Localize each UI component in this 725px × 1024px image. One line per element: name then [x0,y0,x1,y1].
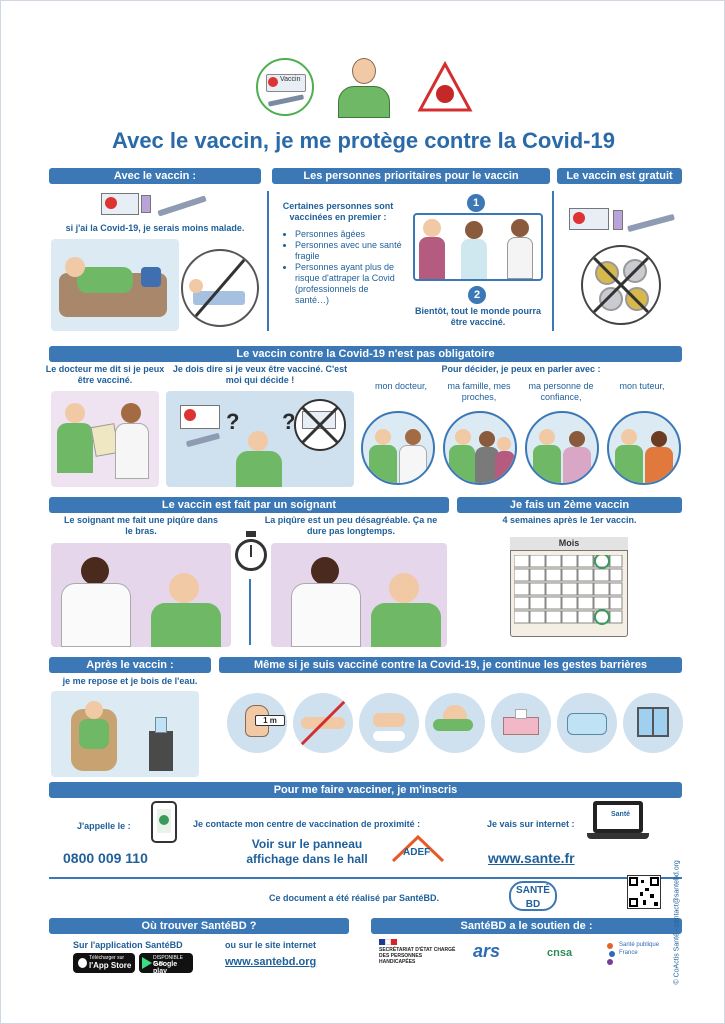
section-header-avec-vaccin: Avec le vaccin : [49,168,261,184]
sante-publique-logo-text: Santé publique France [619,942,660,956]
talk-family-image [443,411,517,485]
cnsa-logo: cnsa [547,947,573,959]
secretariat-logo-text: SECRÉTARIAT D'ÉTAT CHARGÉ DES PERSONNES … [379,947,456,965]
google-play-label: Google play [153,961,178,975]
santebd-link[interactable]: www.santebd.org [225,956,317,968]
person-label-tuteur: mon tuteur, [619,381,665,391]
realise-text: Ce document a été réalisé par SantéBD. [269,893,440,903]
ars-logo: ars [473,941,501,961]
injection-image-1 [51,543,231,647]
header-illustration: Vaccin [256,56,476,118]
sante-publique-logo: Santé publique France [607,939,667,973]
wash-hands-icon [359,693,419,753]
no-handshake-icon [293,693,353,753]
vaccine-box-label: Vaccin [280,76,301,83]
calendar-label: Mois [558,538,580,548]
page-title: Avec le vaccin, je me protège contre la … [112,128,615,153]
person-label-docteur: mon docteur, [374,381,428,391]
adef-logo-text: ADEF [403,847,431,858]
talk-doctor-image [361,411,435,485]
apres-text: je me repose et je bois de l'eau. [62,676,198,686]
vaccine-kit-icon [569,206,677,238]
app-store-button[interactable]: Télécharger sur l'App Store [73,953,135,973]
decision-image: ? ? [166,391,354,487]
sick-man-sofa-image [51,239,179,331]
list-item: Personnes ayant plus de risque d'attrape… [295,262,405,306]
appelle-text: J'appelle le : [77,821,131,831]
divider [49,877,682,879]
docteur-text: Le docteur me dit si je peux être vaccin… [45,364,165,385]
prioritaires-list: Personnes âgées Personnes avec une santé… [287,229,405,306]
santebd-logo: SANTÉ BD [509,881,557,911]
person-label-confiance: ma personne de confiance, [528,381,594,402]
google-play-button[interactable]: DISPONIBLE SUR Google play [139,953,193,975]
section-header-gratuit: Le vaccin est gratuit [557,168,682,184]
step-1-badge: 1 [467,194,485,212]
section-header-gestes: Même si je suis vacciné contre la Covid-… [219,657,682,673]
app-text: Sur l'application SantéBD [73,940,183,950]
divider [267,191,269,331]
hospital-bed-crossed-icon [181,249,259,327]
phone-icon [151,801,177,843]
internet-text: Je vais sur internet : [487,819,575,829]
section-header-apres: Après le vaccin : [49,657,211,673]
avec-vaccin-text: si j'ai la Covid-19, je serais moins mal… [65,223,245,233]
calendar-icon: Mois [506,533,632,643]
virus-warning-icon [416,60,474,116]
no-money-icon [581,245,661,325]
person-label-famille: ma famille, mes proches, [447,381,511,402]
section-header-soutien: SantéBD a le soutien de : [371,918,682,934]
list-item: Personnes avec une santé fragile [295,240,405,262]
cough-elbow-icon [425,693,485,753]
stopwatch-icon [233,531,269,577]
phone-number: 0800 009 110 [63,850,148,866]
rest-armchair-image [51,691,199,777]
apple-icon [78,958,87,968]
adef-logo: ADEF [389,833,447,865]
ou-site-text: ou sur le site internet [225,940,317,950]
injection-image-2 [271,543,447,647]
vaccine-kit-icon [101,191,211,221]
vaccine-box-icon: Vaccin [256,58,314,116]
open-window-icon [623,693,683,753]
talk-guardian-image [607,411,681,485]
piqure-text: Le soignant me fait une piqûre dans le b… [63,515,219,536]
section-header-deuxieme: Je fais un 2ème vaccin [457,497,682,513]
section-header-ou-trouver: Où trouver SantéBD ? [49,918,349,934]
section-header-pas-obligatoire: Le vaccin contre la Covid-19 n'est pas o… [49,346,682,362]
panneau-text: Voir sur le panneau affichage dans le ha… [246,837,368,866]
tissue-box-icon [491,693,551,753]
copyright-text: © CoActis Santé - contact@santebd.org [673,860,681,985]
en-parler-text: Pour décider, je peux en parler avec : [441,364,601,374]
prioritaires-intro: Certaines personnes sont vaccinées en pr… [282,201,394,222]
contacte-text: Je contacte mon centre de vaccination de… [193,819,421,829]
play-icon [142,957,152,969]
talk-trusted-person-image [525,411,599,485]
section-header-inscris: Pour me faire vacciner, je m'inscris [49,782,682,798]
decide-text: Je dois dire si je veux être vacciné. C'… [172,364,348,385]
face-mask-icon [557,693,617,753]
laptop-icon: Santé [587,801,649,845]
app-store-label: l'App Store [89,961,132,970]
distance-label: 1 m [255,715,285,726]
section-header-soignant: Le vaccin est fait par un soignant [49,497,449,513]
divider [552,191,554,331]
doctor-patient-image [51,391,159,487]
divider [249,579,251,645]
man-thumbs-up-icon [334,56,394,118]
step-2-badge: 2 [468,286,486,304]
qr-code-icon [627,875,661,909]
secretariat-logo: SECRÉTARIAT D'ÉTAT CHARGÉ DES PERSONNES … [379,939,459,973]
laptop-screen-label: Santé [611,811,631,818]
app-store-small: Télécharger sur [89,955,125,961]
sante-link[interactable]: www.sante.fr [488,850,575,866]
deuxieme-text: 4 semaines après le 1er vaccin. [502,515,637,525]
section-header-prioritaires: Les personnes prioritaires pour le vacci… [272,168,550,184]
desagreable-text: La piqûre est un peu désagréable. Ça ne … [264,515,438,536]
prioritaires-later: Bientôt, tout le monde pourra être vacci… [415,306,541,327]
list-item: Personnes âgées [295,229,405,240]
priority-people-image [413,213,543,281]
google-play-small: DISPONIBLE SUR [153,955,184,967]
